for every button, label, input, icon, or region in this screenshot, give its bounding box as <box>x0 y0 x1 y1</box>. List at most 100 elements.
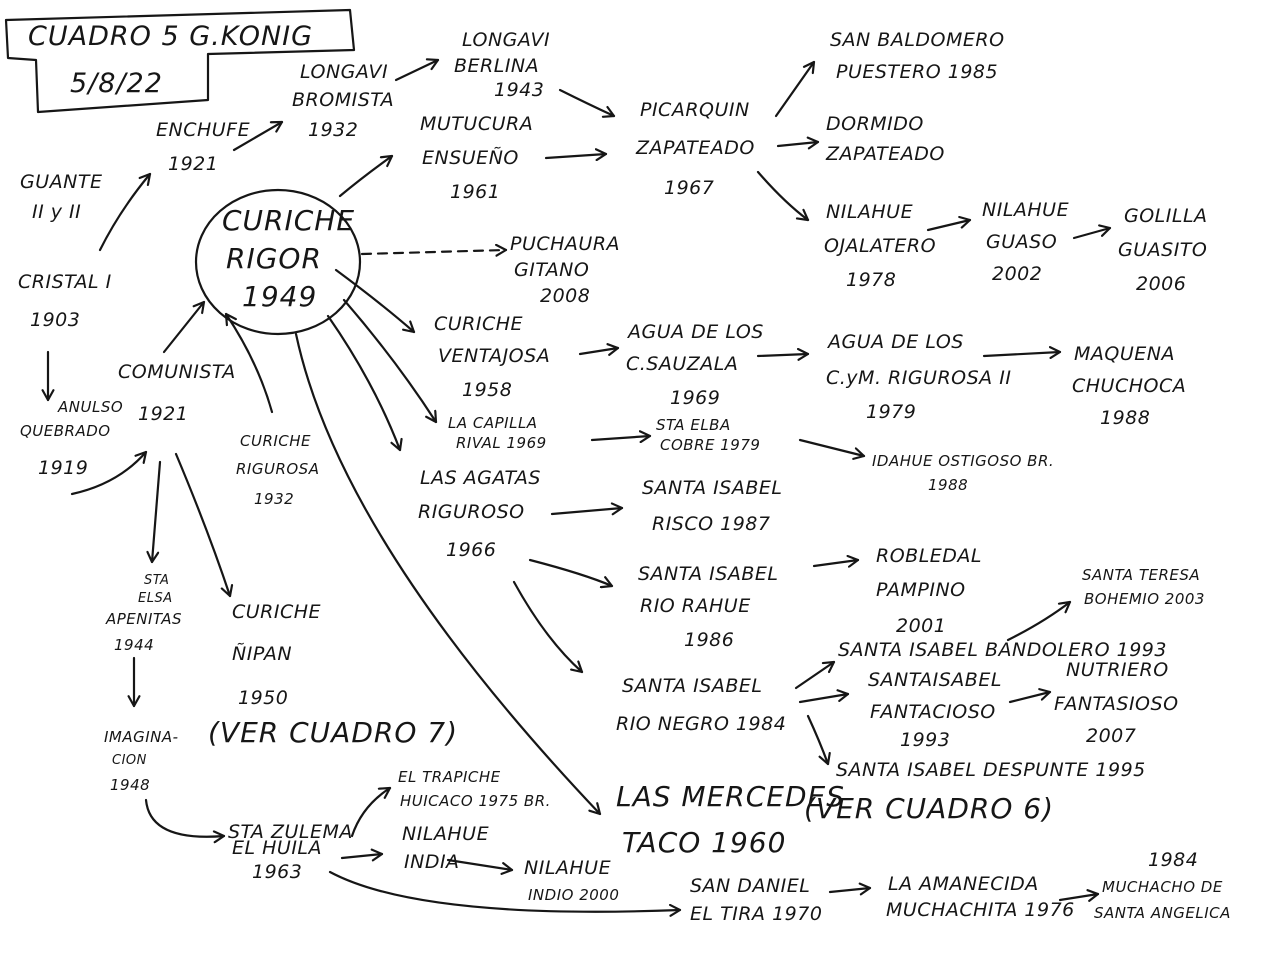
node-nutriero-line1: NUTRIERO <box>1066 659 1169 681</box>
node-curiche-rigor-line3: 1949 <box>242 280 317 313</box>
node-agua-rigurosa-line1: AGUA DE LOS <box>826 331 964 353</box>
node-si-fantacioso-line3: 1993 <box>900 729 950 751</box>
node-longavi-bromista-line1: LONGAVI <box>300 61 388 83</box>
node-santa-teresa-line1: SANTA TERESA <box>1082 566 1200 584</box>
node-sta-elba: STA ELBA COBRE 1979 <box>656 416 760 454</box>
node-agua-rigurosa-line3: 1979 <box>866 401 916 423</box>
node-muchacho-line2: MUCHACHO DE <box>1102 878 1223 896</box>
node-san-daniel-line1: SAN DANIEL <box>690 875 810 897</box>
node-curiche-ventajosa-line1: CURICHE <box>434 313 523 335</box>
node-puchaura-line3: 2008 <box>540 285 590 307</box>
node-la-amanecida: LA AMANECIDA MUCHACHITA 1976 <box>886 873 1075 921</box>
node-agua-sauzala-line1: AGUA DE LOS <box>626 321 764 343</box>
node-nilahue-guaso-line3: 2002 <box>992 263 1042 285</box>
node-muchacho-line1: 1984 <box>1148 849 1198 871</box>
node-las-agatas-line2: RIGUROSO <box>418 501 525 523</box>
node-sta-elsa-line3: APENITAS <box>105 610 182 628</box>
node-santa-teresa-line2: BOHEMIO 2003 <box>1084 590 1205 608</box>
node-longavi-berlina: LONGAVI BERLINA 1943 <box>454 29 550 101</box>
node-muchacho-line3: SANTA ANGELICA <box>1094 904 1231 922</box>
node-las-mercedes-line2: TACO 1960 <box>622 826 786 859</box>
node-longavi-berlina-line2: BERLINA <box>454 55 539 77</box>
node-maquena-line2: CHUCHOCA <box>1072 375 1186 397</box>
node-curiche-nipan-line3: 1950 <box>238 687 288 709</box>
node-picarquin: PICARQUIN ZAPATEADO 1967 <box>635 99 755 199</box>
node-si-risco-line2: RISCO 1987 <box>652 513 770 535</box>
node-nilahue-indio: NILAHUE INDIO 2000 <box>524 857 619 904</box>
node-anulso-line3: 1919 <box>38 457 88 479</box>
node-curiche-ventajosa-line3: 1958 <box>462 379 512 401</box>
node-robledal: ROBLEDAL PAMPINO 2001 <box>876 545 982 637</box>
node-curiche-rigurosa-line1: CURICHE <box>240 432 311 450</box>
node-sta-elba-line2: COBRE 1979 <box>660 436 760 454</box>
node-nilahue-ojalatero-line2: OJALATERO <box>824 235 936 257</box>
node-anulso-line1: ANULSO <box>57 398 123 416</box>
node-dormido: DORMIDO ZAPATEADO <box>825 113 944 165</box>
node-si-fantacioso-line1: SANTAISABEL <box>868 669 1002 691</box>
node-picarquin-line2: ZAPATEADO <box>635 137 755 159</box>
node-nilahue-guaso-line2: GUASO <box>986 231 1057 253</box>
node-la-amanecida-line2: MUCHACHITA 1976 <box>886 899 1075 921</box>
node-robledal-line2: PAMPINO <box>876 579 966 601</box>
node-curiche-nipan: CURICHE ÑIPAN 1950 <box>232 601 321 709</box>
node-si-bandolero-line1: SANTA ISABEL BANDOLERO 1993 <box>838 639 1167 661</box>
node-si-rio-rahue-line2: RIO RAHUE <box>640 595 751 617</box>
node-nilahue-guaso: NILAHUE GUASO 2002 <box>982 199 1069 285</box>
node-dormido-line1: DORMIDO <box>826 113 924 135</box>
node-agua-rigurosa-line2: C.yM. RIGUROSA II <box>826 367 1011 389</box>
node-las-agatas: LAS AGATAS RIGUROSO 1966 <box>418 467 540 561</box>
node-nilahue-ojalatero-line1: NILAHUE <box>826 201 913 223</box>
node-nilahue-indio-line2: INDIO 2000 <box>528 886 619 904</box>
node-sta-zulema-line1: STA ZULEMA <box>228 821 353 843</box>
node-agua-sauzala-line3: 1969 <box>670 387 720 409</box>
node-puchaura-line2: GITANO <box>514 259 589 281</box>
node-guante-line2: II y II <box>32 201 81 223</box>
diagram-title: CUADRO 5 G.KONIG <box>28 21 313 52</box>
node-el-trapiche: EL TRAPICHE HUICACO 1975 BR. <box>398 768 550 810</box>
node-anulso: ANULSO QUEBRADO 1919 <box>20 398 123 479</box>
node-ver-cuadro-7-line1: (VER CUADRO 7) <box>208 716 458 749</box>
node-longavi-bromista: LONGAVI BROMISTA 1932 <box>292 61 394 141</box>
node-maquena: MAQUENA CHUCHOCA 1988 <box>1072 343 1186 429</box>
node-robledal-line3: 2001 <box>896 615 946 637</box>
node-santa-teresa: SANTA TERESA BOHEMIO 2003 <box>1082 566 1205 608</box>
node-comunista-line1: COMUNISTA <box>118 361 236 383</box>
node-anulso-line2: QUEBRADO <box>20 422 111 440</box>
node-longavi-bromista-line2: BROMISTA <box>292 89 394 111</box>
node-cristal-line2: 1903 <box>30 309 80 331</box>
node-cristal: CRISTAL I 1903 <box>18 271 111 331</box>
node-curiche-nipan-line2: ÑIPAN <box>232 642 292 665</box>
node-sta-elsa: STA ELSA APENITAS 1944 <box>105 573 182 654</box>
node-sta-zulema-line3: 1963 <box>252 861 302 883</box>
node-si-despunte-line1: SANTA ISABEL DESPUNTE 1995 <box>836 759 1146 781</box>
node-idahue: IDAHUE OSTIGOSO BR. 1988 <box>872 452 1054 494</box>
node-nilahue-guaso-line1: NILAHUE <box>982 199 1069 221</box>
node-san-baldomero: SAN BALDOMERO PUESTERO 1985 <box>830 29 1004 83</box>
node-ver-cuadro-6-line1: (VER CUADRO 6) <box>804 792 1054 825</box>
node-la-amanecida-line1: LA AMANECIDA <box>888 873 1039 895</box>
node-enchufe-line1: ENCHUFE <box>156 119 250 141</box>
node-si-rio-rahue-line1: SANTA ISABEL <box>638 563 778 585</box>
node-san-daniel: SAN DANIEL EL TIRA 1970 <box>690 875 822 925</box>
node-las-mercedes-line1: LAS MERCEDES <box>616 780 845 813</box>
node-nilahue-ojalatero-line3: 1978 <box>846 269 896 291</box>
title-box: CUADRO 5 G.KONIG 5/8/22 <box>4 8 356 114</box>
node-comunista: COMUNISTA 1921 <box>118 361 236 425</box>
node-el-trapiche-line1: EL TRAPICHE <box>398 768 501 786</box>
node-curiche-ventajosa-line2: VENTAJOSA <box>438 345 550 367</box>
node-imaginacion-line3: 1948 <box>110 776 150 794</box>
node-curiche-nipan-line1: CURICHE <box>232 601 321 623</box>
node-sta-zulema: STA ZULEMA EL HUILA 1963 <box>228 821 353 883</box>
diagram-date: 5/8/22 <box>70 68 163 99</box>
node-mutucura-line2: ENSUEÑO <box>422 146 519 169</box>
node-puchaura-line1: PUCHAURA <box>510 233 620 255</box>
node-si-rio-negro-line1: SANTA ISABEL <box>622 675 762 697</box>
node-san-daniel-line2: EL TIRA 1970 <box>690 903 822 925</box>
node-la-capilla: LA CAPILLA RIVAL 1969 <box>448 414 546 452</box>
node-ver-cuadro-6: (VER CUADRO 6) <box>804 792 1054 825</box>
node-enchufe-line2: 1921 <box>168 153 218 175</box>
node-idahue-line1: IDAHUE OSTIGOSO BR. <box>872 452 1054 470</box>
node-golilla: GOLILLA GUASITO 2006 <box>1118 205 1207 295</box>
node-nilahue-india: NILAHUE INDIA <box>402 823 489 873</box>
